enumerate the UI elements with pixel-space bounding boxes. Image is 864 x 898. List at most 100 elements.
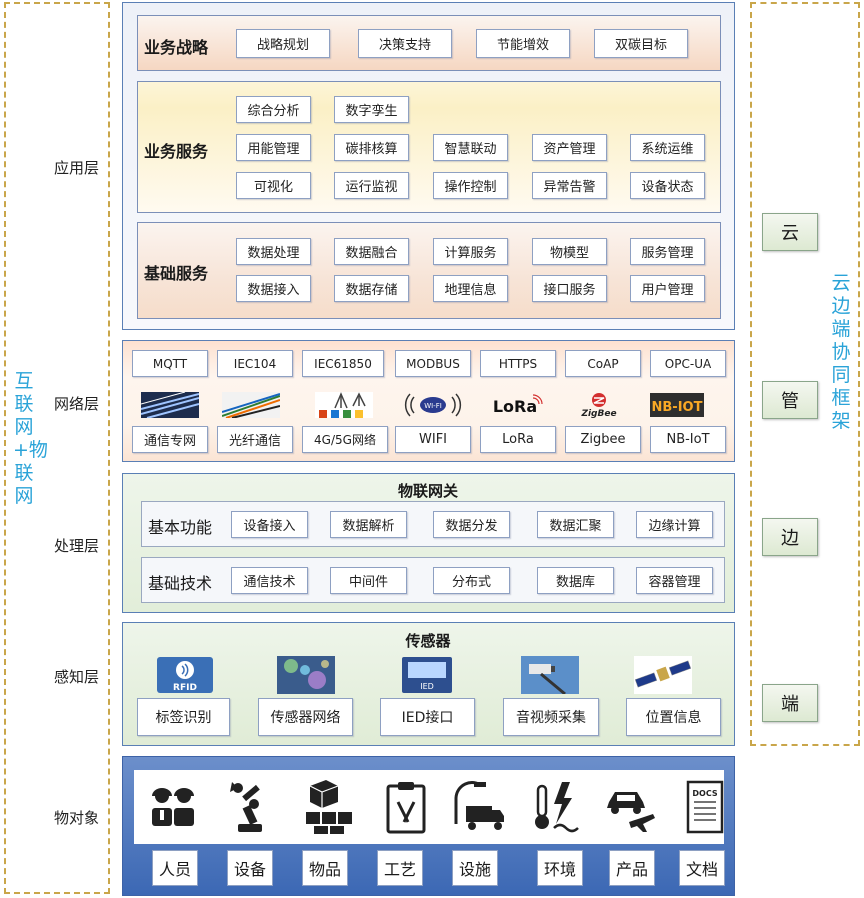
base-item: 数据处理 [236,238,311,265]
object-item: 工艺 [377,850,423,886]
camera-icon [521,656,579,694]
gateway-function-item: 数据分发 [433,511,510,538]
internet-iot-frame [4,2,110,894]
strategy-item: 决策支持 [358,29,452,58]
sensor-item: 位置信息 [626,698,721,736]
protocol-item: IEC104 [217,350,293,377]
documents-icon: DOCS [676,778,732,836]
gateway-function-item: 设备接入 [231,511,308,538]
layer-label-net: 网络层 [54,395,100,413]
service-item: 智慧联动 [433,134,508,161]
edge-box: 边 [762,518,818,556]
protocol-item: HTTPS [480,350,556,377]
base-item: 服务管理 [630,238,705,265]
gateway-function-item: 数据汇聚 [537,511,614,538]
service-item: 用能管理 [236,134,311,161]
layer-label-obj: 物对象 [54,809,100,827]
strategy-item: 节能增效 [476,29,570,58]
channel-item: 光纤通信 [217,426,293,453]
right-frame-title: 云边端协同框架 [831,272,851,432]
docs-icon-text: DOCS [692,789,717,798]
channel-item: Zigbee [565,426,641,453]
goods-boxes-icon [300,778,356,836]
sensor-item: IED接口 [380,698,475,736]
wifi-icon: WI-FI [404,392,462,418]
object-item: 人员 [152,850,198,886]
object-item: 产品 [609,850,655,886]
service-item: 运行监视 [334,172,409,199]
product-vehicle-icon [603,778,659,836]
object-item: 物品 [302,850,348,886]
end-box: 端 [762,684,818,722]
nb-iot-icon-text: NB-IOT [652,400,703,415]
object-item: 文档 [679,850,725,886]
zigbee-icon-text: ZigBee [580,409,616,418]
service-item: 可视化 [236,172,311,199]
rfid-icon: RFID [156,656,214,694]
rfid-icon-text: RFID [173,683,197,693]
base-item: 数据存储 [334,275,409,302]
protocol-item: CoAP [565,350,641,377]
base-service-title: 基础服务 [144,264,209,283]
cloud-edge-frame [750,2,860,746]
cloud-box: 云 [762,213,818,251]
left-frame-title: 互联网+物联网 [13,370,48,507]
service-item: 异常告警 [532,172,607,199]
service-item: 操作控制 [433,172,508,199]
object-item: 设施 [452,850,498,886]
gateway-title: 物联网关 [397,482,458,500]
channel-item: WIFI [395,426,471,453]
nb-iot-icon: NB-IOT [648,392,706,418]
channel-item: NB-IoT [650,426,726,453]
service-title: 业务服务 [144,142,209,161]
sensor-item: 标签识别 [137,698,230,736]
lora-icon-text: LoRa [493,397,537,416]
base-item: 用户管理 [630,275,705,302]
service-panel [137,81,721,213]
strategy-item: 双碳目标 [594,29,688,58]
base-service-panel [137,222,721,319]
protocol-item: MODBUS [395,350,471,377]
pipe-box: 管 [762,381,818,419]
fiber-optic-icon [222,392,280,418]
personnel-icon [146,778,202,836]
object-item: 设备 [227,850,273,886]
service-item: 设备状态 [630,172,705,199]
ied-icon-text: IED [420,682,434,691]
gateway-tech-item: 通信技术 [231,567,308,594]
wifi-icon-text: WI-FI [424,402,442,410]
base-item: 计算服务 [433,238,508,265]
object-item: 环境 [537,850,583,886]
zigbee-icon: ZigBee [570,392,628,418]
channel-item: 4G/5G网络 [302,426,388,453]
private-network-icon [141,392,199,418]
strategy-item: 战略规划 [236,29,330,58]
base-item: 数据融合 [334,238,409,265]
sensor-network-icon [277,656,335,694]
cellular-4g5g-icon [315,392,373,418]
channel-item: 通信专网 [132,426,208,453]
gateway-tech-item: 分布式 [433,567,510,594]
base-item: 接口服务 [532,275,607,302]
protocol-item: MQTT [132,350,208,377]
process-clipboard-icon [378,778,434,836]
lora-icon: LoRa [489,392,547,418]
service-item: 碳排核算 [334,134,409,161]
protocol-item: OPC-UA [650,350,726,377]
service-item: 资产管理 [532,134,607,161]
base-item: 数据接入 [236,275,311,302]
sensor-title: 传感器 [405,632,451,650]
sensor-item: 传感器网络 [258,698,353,736]
gateway-tech-title: 基础技术 [148,574,213,593]
gateway-function-item: 边缘计算 [636,511,713,538]
sensor-item: 音视频采集 [503,698,599,736]
robot-arm-icon [222,778,278,836]
service-item: 数字孪生 [334,96,409,123]
gateway-tech-item: 容器管理 [636,567,713,594]
environment-icon [530,778,586,836]
ied-device-icon: IED [398,656,456,694]
gateway-function-item: 数据解析 [330,511,407,538]
layer-label-proc: 处理层 [54,537,100,555]
channel-item: LoRa [480,426,556,453]
protocol-item: IEC61850 [302,350,384,377]
